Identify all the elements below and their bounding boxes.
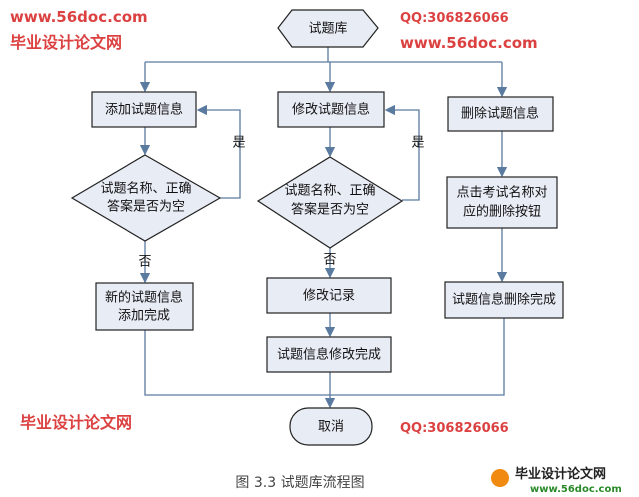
svg-text:试题库: 试题库	[308, 21, 347, 37]
svg-text:添加试题信息: 添加试题信息	[105, 102, 183, 118]
delete-action-node: 点击考试名称对 应的删除按钮	[446, 176, 558, 229]
svg-text:www.56doc.com: www.56doc.com	[400, 34, 538, 52]
start-node: 试题库	[277, 9, 379, 48]
add-step-node: 添加试题信息	[91, 91, 197, 128]
svg-text:试题名称、正确: 试题名称、正确	[284, 183, 375, 199]
delete-done-node: 试题信息删除完成	[444, 281, 564, 319]
end-node: 取消	[289, 407, 373, 446]
svg-text:修改记录: 修改记录	[303, 289, 355, 304]
add-no-label: 否	[138, 255, 151, 270]
svg-text:取消: 取消	[318, 420, 344, 435]
edit-done-node: 试题信息修改完成	[266, 336, 392, 373]
svg-text:QQ:306826066: QQ:306826066	[400, 421, 509, 436]
svg-text:删除试题信息: 删除试题信息	[461, 106, 539, 122]
svg-text:试题名称、正确: 试题名称、正确	[100, 181, 191, 197]
svg-text:点击考试名称对: 点击考试名称对	[456, 185, 547, 201]
edit-step-node: 修改试题信息	[277, 91, 385, 128]
figure-caption: 图 3.3 试题库流程图	[235, 475, 364, 491]
add-done-node: 新的试题信息 添加完成	[95, 282, 194, 331]
svg-text:添加完成: 添加完成	[118, 309, 170, 324]
add-decision-node: 试题名称、正确 答案是否为空	[70, 154, 222, 242]
svg-text:修改试题信息: 修改试题信息	[292, 102, 370, 118]
svg-text:新的试题信息: 新的试题信息	[105, 290, 183, 306]
delete-step-node: 删除试题信息	[447, 96, 554, 132]
svg-text:QQ:306826066: QQ:306826066	[400, 11, 509, 26]
svg-text:应的删除按钮: 应的删除按钮	[463, 204, 541, 220]
svg-text:毕业设计论文网: 毕业设计论文网	[20, 413, 132, 432]
edit-action-node: 修改记录	[266, 277, 392, 314]
add-yes-label: 是	[232, 136, 245, 151]
svg-text:www.56doc.com: www.56doc.com	[530, 484, 622, 495]
edit-no-label: 否	[323, 253, 336, 268]
svg-text:毕业设计论文网: 毕业设计论文网	[10, 33, 122, 52]
edit-yes-label: 是	[411, 136, 424, 151]
svg-text:毕业设计论文网: 毕业设计论文网	[515, 466, 606, 482]
edit-decision-node: 试题名称、正确 答案是否为空	[256, 156, 404, 249]
svg-text:试题信息修改完成: 试题信息修改完成	[277, 347, 381, 363]
svg-text:答案是否为空: 答案是否为空	[291, 202, 369, 218]
svg-text:答案是否为空: 答案是否为空	[107, 199, 185, 215]
svg-text:试题信息删除完成: 试题信息删除完成	[452, 292, 556, 308]
site-logo: 毕业设计论文网 www.56doc.com	[491, 466, 622, 495]
watermark: www.56doc.com 毕业设计论文网 QQ:306826066 www.5…	[10, 8, 538, 436]
svg-text:www.56doc.com: www.56doc.com	[10, 8, 148, 26]
edges	[139, 47, 508, 409]
